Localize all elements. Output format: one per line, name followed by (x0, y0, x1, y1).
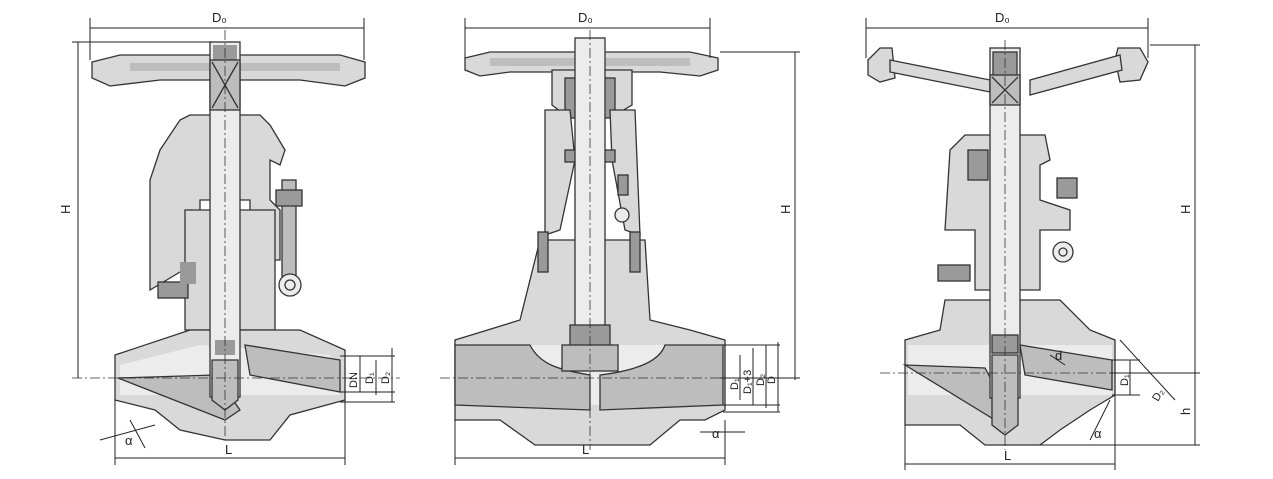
drawing-3-globe-valve: D₀ H h L D₁ D₂ d α (865, 10, 1200, 470)
d1-label-D0: D₀ (212, 10, 227, 25)
d1-label-D2: D₂ (380, 372, 392, 384)
d3-label-D2: D₂ (1150, 387, 1167, 404)
d2-label-H: H (778, 205, 793, 214)
d3-label-h: h (1178, 408, 1193, 415)
d2-label-D: D (766, 376, 778, 384)
d1-label-L: L (225, 442, 232, 457)
d2-label-D1plus3: D₁+3 (742, 370, 754, 394)
d2-label-D2: D₂ (755, 374, 767, 386)
drawing-2-globe-valve: D₀ H L D₁ D₁+3 D D₂ α (440, 10, 800, 465)
d3-label-L: L (1004, 448, 1011, 463)
d1-label-H: H (58, 205, 73, 214)
d3-label-d: d (1055, 348, 1062, 363)
d3-label-D0: D₀ (995, 10, 1010, 25)
drawing-1-globe-valve: D₀ H L DN D₁ D₂ α (58, 10, 400, 465)
d2-label-alpha: α (712, 426, 720, 441)
d1-label-DN: DN (348, 372, 360, 388)
d1-label-alpha: α (125, 433, 133, 448)
d2-label-L: L (582, 442, 589, 457)
d3-label-H: H (1178, 205, 1193, 214)
d3-label-D1: D₁ (1119, 374, 1131, 386)
d2-label-D0: D₀ (578, 10, 593, 25)
d1-label-D1: D₁ (364, 372, 376, 384)
d2-label-D1: D₁ (729, 378, 741, 390)
d3-label-alpha: α (1094, 426, 1102, 441)
